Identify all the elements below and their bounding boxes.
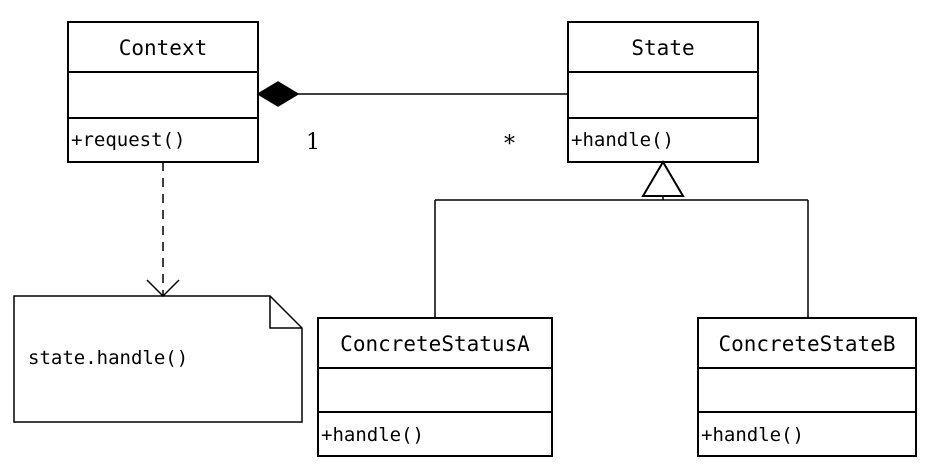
- class-concrete-state-b[interactable]: ConcreteStateB +handle(): [697, 317, 917, 457]
- class-concrete-state-b-name: ConcreteStateB: [718, 332, 895, 356]
- class-concrete-status-a[interactable]: ConcreteStatusA +handle(): [317, 317, 553, 457]
- composition-diamond: [256, 81, 300, 107]
- class-concrete-status-a-name: ConcreteStatusA: [340, 332, 530, 356]
- class-state-method: +handle(): [571, 129, 674, 151]
- note-text: state.handle(): [28, 347, 188, 369]
- note-box[interactable]: state.handle(): [13, 295, 303, 423]
- class-state[interactable]: State +handle(): [567, 21, 759, 163]
- multiplicity-target: *: [504, 132, 515, 157]
- class-context-name: Context: [119, 36, 208, 60]
- class-context[interactable]: Context +request(): [67, 21, 259, 163]
- class-concrete-status-a-method: +handle(): [321, 424, 424, 446]
- multiplicity-source: 1: [306, 130, 320, 155]
- composition-association: 1 *: [256, 81, 568, 157]
- inheritance-triangle: [641, 160, 685, 197]
- class-context-method: +request(): [71, 129, 185, 151]
- note-dependency: [146, 162, 180, 298]
- class-state-name: State: [631, 36, 694, 60]
- class-concrete-state-b-method: +handle(): [701, 424, 804, 446]
- generalization: [434, 160, 809, 318]
